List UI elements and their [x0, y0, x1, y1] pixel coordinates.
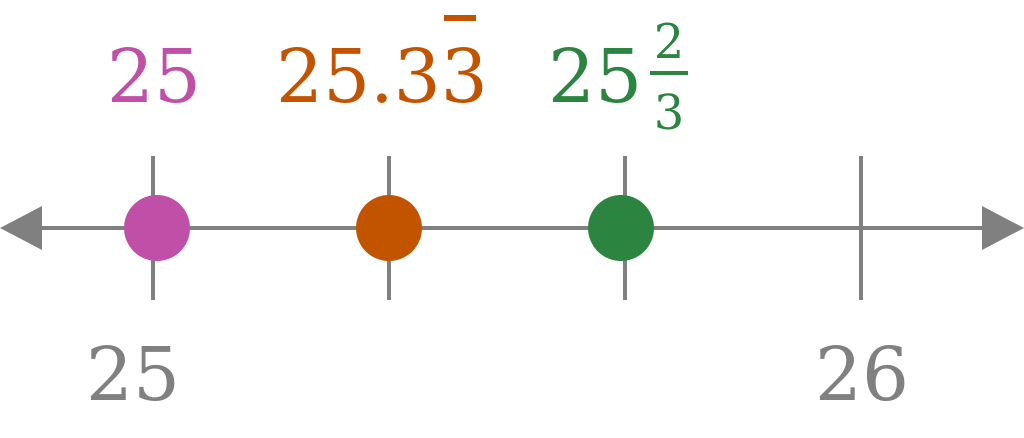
- point-25-repeating-3: [356, 195, 422, 261]
- right-arrowhead: [982, 206, 1024, 250]
- left-arrowhead: [0, 206, 42, 250]
- axis-label-right: 26: [815, 332, 909, 418]
- mixed-number-whole: 25: [548, 34, 642, 120]
- fraction-denominator: 3: [654, 85, 685, 141]
- point-label-25: 25: [107, 34, 201, 120]
- point-label-25-repeating-3: 25.33: [276, 34, 488, 120]
- fraction-numerator: 2: [654, 14, 685, 70]
- axis-label-left: 25: [86, 332, 180, 418]
- point-25: [124, 195, 190, 261]
- decimal-whole-part: 25.3: [276, 34, 441, 120]
- repeating-digit: 3: [441, 34, 488, 120]
- point-25-two-thirds: [588, 195, 654, 261]
